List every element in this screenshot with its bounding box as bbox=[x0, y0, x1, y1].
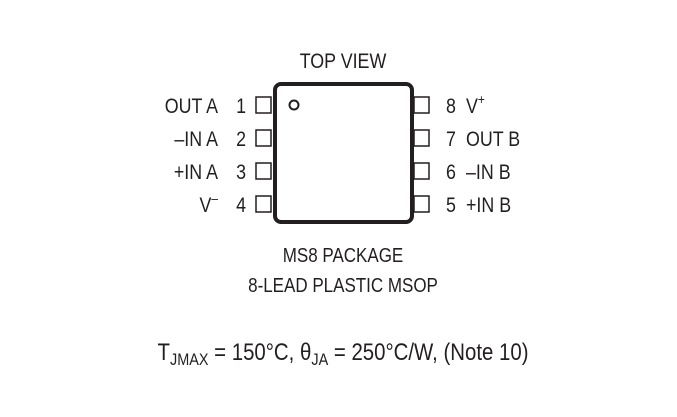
pin-number: 4 bbox=[236, 194, 246, 218]
package-description: 8-LEAD PLASTIC MSOP bbox=[248, 274, 438, 297]
pin-pad-6 bbox=[413, 162, 430, 180]
pin-number: 7 bbox=[446, 128, 456, 152]
tjmax-value: = 150°C, bbox=[208, 338, 299, 365]
pin-name: +IN A bbox=[174, 161, 218, 185]
pin-name: V+ bbox=[466, 91, 485, 118]
pin-name-text: +IN A bbox=[174, 161, 218, 185]
package-name: MS8 PACKAGE bbox=[283, 244, 404, 267]
pin-pad-4 bbox=[255, 195, 272, 213]
pin-name: V– bbox=[199, 190, 218, 217]
pin-number: 5 bbox=[446, 194, 456, 218]
pin-name: –IN B bbox=[466, 161, 511, 185]
pin-name-superscript: + bbox=[478, 91, 485, 107]
pin-pad-3 bbox=[255, 162, 272, 180]
pin-pad-7 bbox=[413, 129, 430, 147]
theta-symbol: θ bbox=[300, 338, 311, 365]
theta-value: = 250°C/W, (Note 10) bbox=[328, 338, 528, 365]
pin-pad-2 bbox=[255, 129, 272, 147]
pin-pad-5 bbox=[413, 195, 430, 213]
pin-name-text: –IN B bbox=[466, 161, 511, 185]
pin-name-text: +IN B bbox=[466, 194, 511, 218]
thermal-spec: TJMAX = 150°C, θJA = 250°C/W, (Note 10) bbox=[158, 338, 529, 369]
chip-body bbox=[273, 82, 414, 224]
pin-number: 6 bbox=[446, 161, 456, 185]
pin-name: OUT A bbox=[165, 95, 218, 119]
pin-name-text: –IN A bbox=[174, 128, 218, 152]
pin-name-text: V bbox=[466, 95, 478, 119]
pin-number: 1 bbox=[236, 95, 246, 119]
pin-name-text: V bbox=[199, 194, 211, 218]
pin-name-superscript: – bbox=[211, 190, 218, 206]
pin1-marker bbox=[288, 99, 300, 111]
tjmax-symbol: T bbox=[158, 338, 171, 365]
pin-name: –IN A bbox=[174, 128, 218, 152]
pin-pad-1 bbox=[255, 96, 272, 114]
tjmax-subscript: JMAX bbox=[170, 351, 209, 369]
pin-number: 3 bbox=[236, 161, 246, 185]
theta-subscript: JA bbox=[311, 351, 328, 369]
pin-number: 8 bbox=[446, 95, 456, 119]
pin-pad-8 bbox=[413, 96, 430, 114]
pin-name-text: OUT B bbox=[466, 128, 520, 152]
top-view-label: TOP VIEW bbox=[300, 50, 387, 74]
pin-number: 2 bbox=[236, 128, 246, 152]
pin-name-text: OUT A bbox=[165, 95, 218, 119]
pin-name: +IN B bbox=[466, 194, 511, 218]
pin-name: OUT B bbox=[466, 128, 520, 152]
